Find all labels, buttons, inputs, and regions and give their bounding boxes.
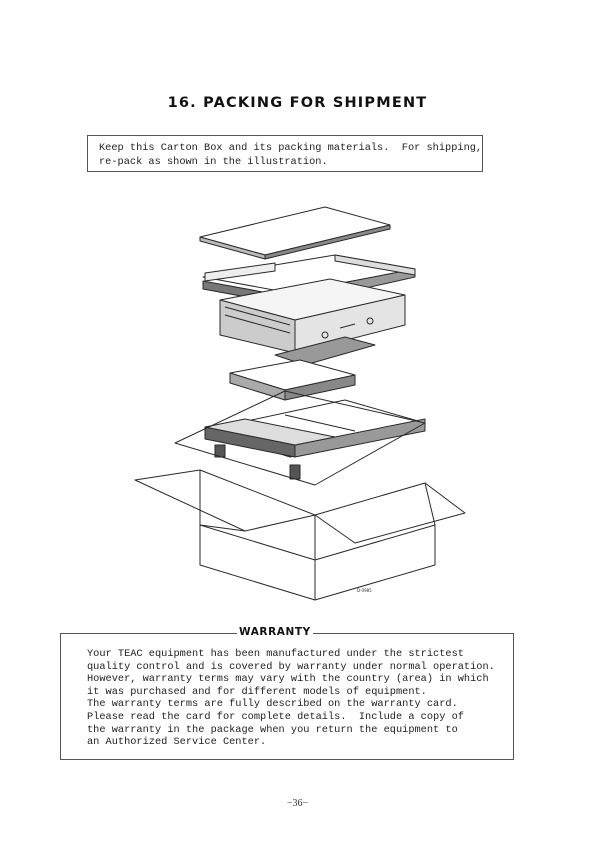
warranty-line: The warranty terms are fully described o… [87, 698, 458, 711]
warranty-line: However, warranty terms may vary with th… [87, 673, 489, 686]
carton-lid [199, 206, 391, 260]
page-number: −36− [286, 798, 309, 809]
equipment-unit [219, 278, 406, 366]
warranty-line: an Authorized Service Center. [87, 736, 267, 749]
warranty-line: the warranty in the package when you ret… [87, 723, 458, 736]
warranty-line: Your TEAC equipment has been manufacture… [87, 648, 464, 660]
page-title: 16. PACKING FOR SHIPMENT [167, 95, 428, 111]
warranty-line: it was purchased and for different model… [87, 685, 427, 698]
notice-line: Keep this Carton Box and its packing mat… [99, 142, 483, 154]
notice-line: re-pack as shown in the illustration. [99, 156, 328, 168]
warranty-title: WARRANTY [237, 626, 313, 638]
cushion-pad [229, 359, 356, 401]
warranty-line: quality control and is covered by warran… [87, 660, 495, 673]
warranty-line: Please read the card for complete detail… [87, 710, 464, 723]
carton-box [134, 390, 466, 601]
illustration-code: D-0985 [357, 588, 372, 593]
lower-spacer-frame [204, 399, 426, 480]
packing-notice-box: Keep this Carton Box and its packing mat… [87, 135, 483, 172]
warranty-text: Your TEAC equipment has been manufacture… [87, 648, 507, 749]
packing-illustration: D-0985 [134, 206, 466, 601]
